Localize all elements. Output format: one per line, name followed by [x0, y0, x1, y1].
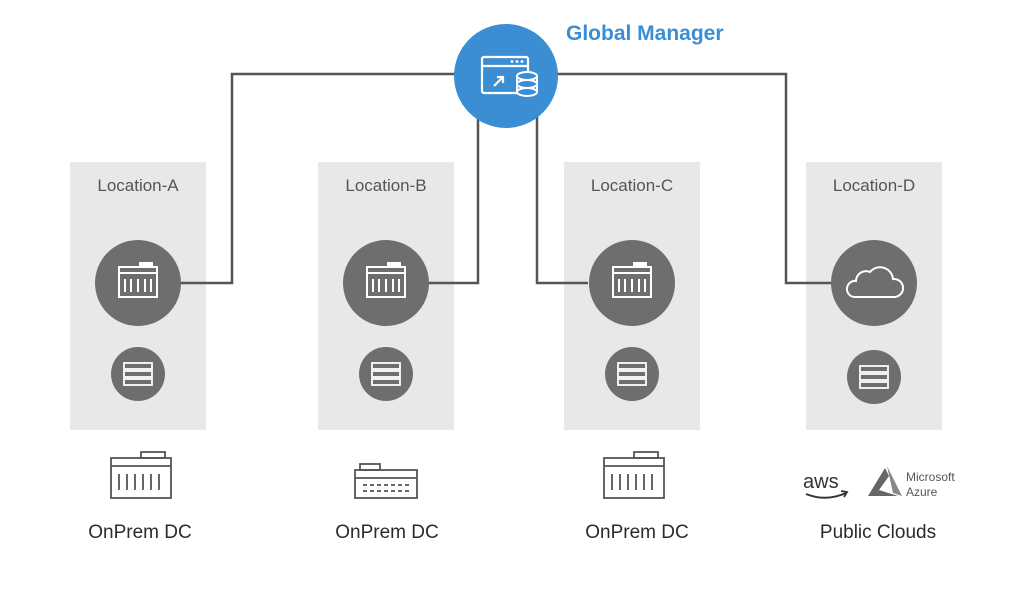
global-manager-title: Global Manager	[566, 22, 724, 45]
aws-logo: aws	[803, 471, 849, 499]
server-rack-icon	[859, 365, 889, 389]
building-icon	[366, 262, 406, 298]
datacenter-icon	[603, 451, 665, 499]
location-d-nodes	[831, 240, 917, 404]
location-c-server-node	[605, 347, 659, 401]
connector-lines	[180, 72, 836, 285]
azure-logo-line2: Azure	[906, 485, 938, 499]
location-b-label: Location-B	[345, 176, 427, 195]
connector-location-a	[180, 72, 460, 285]
location-c-caption: OnPrem DC	[585, 522, 689, 543]
connector-location-c	[535, 110, 588, 285]
database-icon	[516, 71, 538, 97]
building-icon	[612, 262, 652, 298]
location-d-server-node	[847, 350, 901, 404]
connector-location-d	[552, 72, 836, 285]
connector-location-b	[428, 110, 480, 285]
aws-logo-text: aws	[803, 471, 839, 493]
location-c-nodes	[589, 240, 675, 401]
location-b-nodes	[343, 240, 429, 401]
cloud-icon	[845, 266, 904, 298]
azure-logo: Microsoft Azure	[868, 466, 955, 499]
location-d-label: Location-D	[832, 176, 916, 195]
location-b-server-node	[359, 347, 413, 401]
datacenter-icon	[354, 463, 418, 499]
datacenter-icon	[110, 451, 172, 499]
server-rack-icon	[123, 362, 153, 386]
azure-logo-line1: Microsoft	[906, 470, 955, 484]
location-a-nodes	[95, 240, 181, 401]
location-a-server-node	[111, 347, 165, 401]
server-rack-icon	[617, 362, 647, 386]
location-b-caption: OnPrem DC	[335, 522, 439, 543]
location-d-caption: Public Clouds	[819, 522, 937, 543]
location-d-gateway-node	[831, 240, 917, 326]
location-a-label: Location-A	[97, 176, 179, 195]
server-rack-icon	[371, 362, 401, 386]
global-manager-node	[454, 24, 558, 128]
building-icon	[118, 262, 158, 298]
location-c-label: Location-C	[590, 176, 674, 195]
location-a-caption: OnPrem DC	[88, 522, 192, 543]
